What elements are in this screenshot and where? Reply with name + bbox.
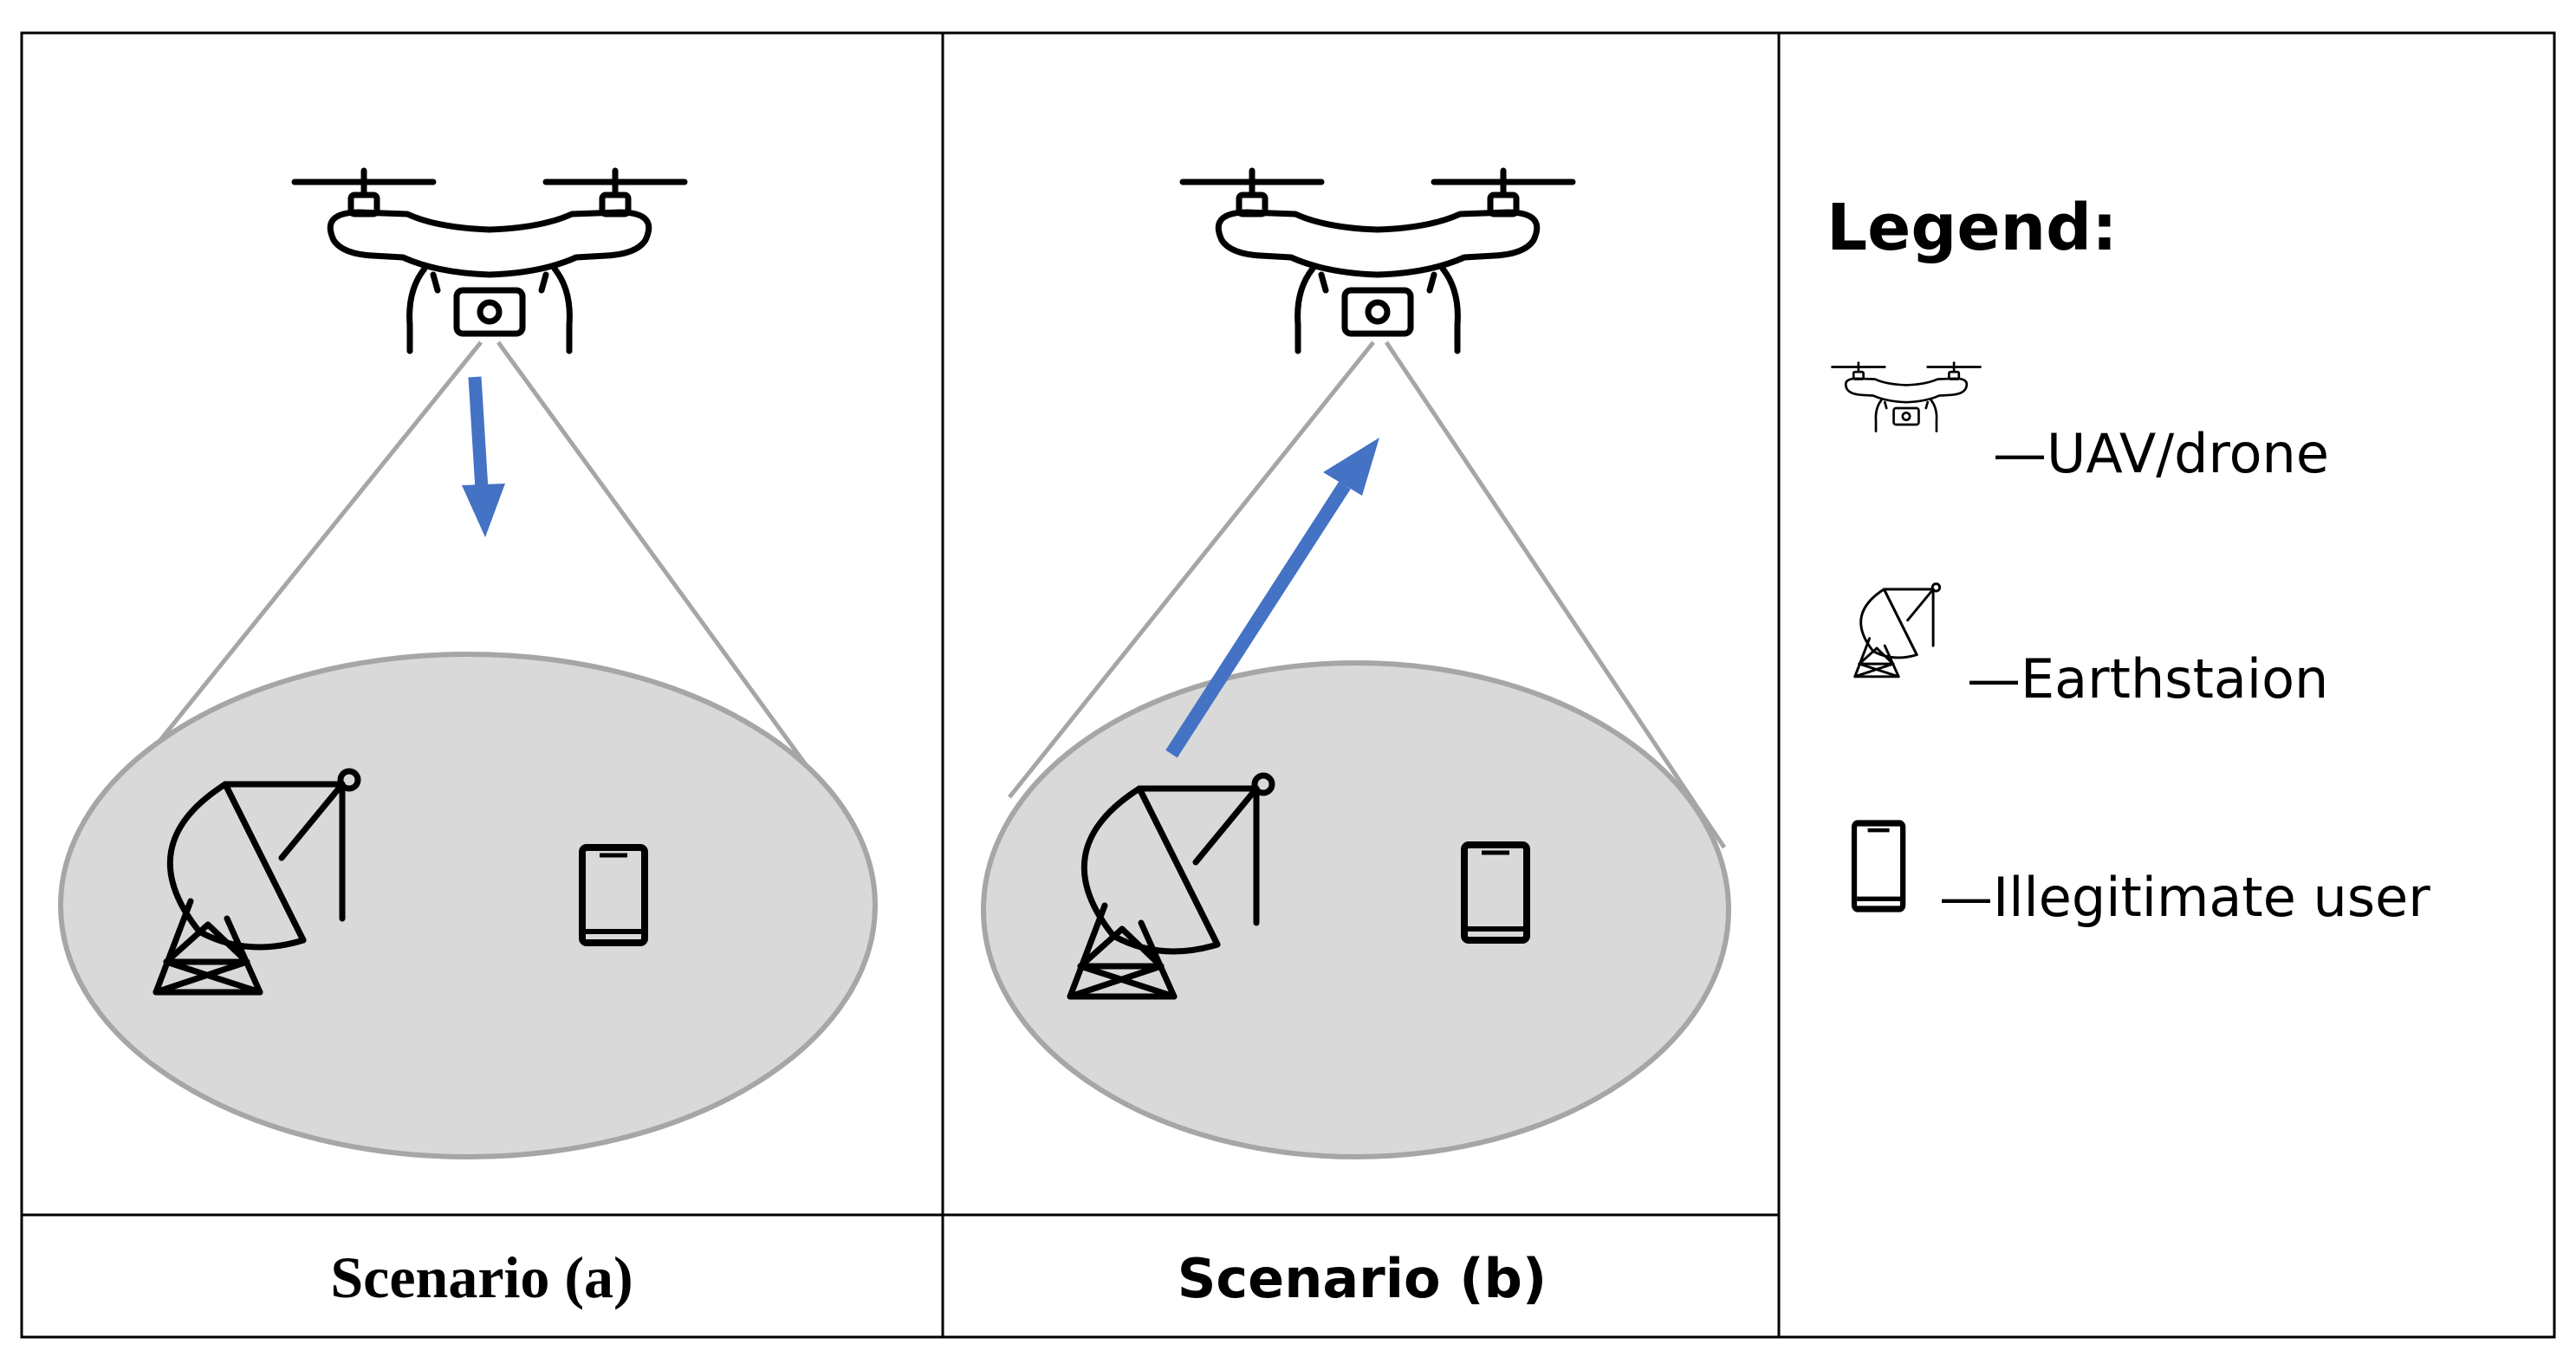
legend: Legend: —UAV/drone —Earthstaion —Illegit… (1827, 191, 2430, 929)
legend-title: Legend: (1827, 191, 2118, 265)
downlink-arrow (462, 376, 505, 537)
coverage-area (58, 652, 878, 1159)
beam-line-right (496, 341, 826, 790)
legend-drone-icon (1831, 361, 1982, 432)
legend-label-earthstation: —Earthstaion (1967, 647, 2328, 711)
legend-label-uav: —UAV/drone (1993, 422, 2329, 485)
scenario-a-caption: Scenario (a) (330, 1244, 633, 1310)
legend-label-illegitimate-user: —Illegitimate user (1939, 866, 2430, 929)
scenario-b-panel (981, 171, 1731, 1159)
scenario-a-panel (58, 171, 878, 1159)
legend-phone-icon (1854, 823, 1903, 909)
table-frame (20, 31, 2556, 1339)
scenario-b-caption: Scenario (b) (1178, 1247, 1548, 1310)
beam-line-right (1384, 341, 1727, 849)
legend-earth-station-icon (1853, 582, 1942, 679)
beam-line-left (1008, 341, 1375, 799)
uplink-arrow (1165, 438, 1379, 758)
beam-line-left (120, 341, 483, 790)
drone-icon (295, 171, 685, 351)
drone-icon (1183, 171, 1573, 351)
